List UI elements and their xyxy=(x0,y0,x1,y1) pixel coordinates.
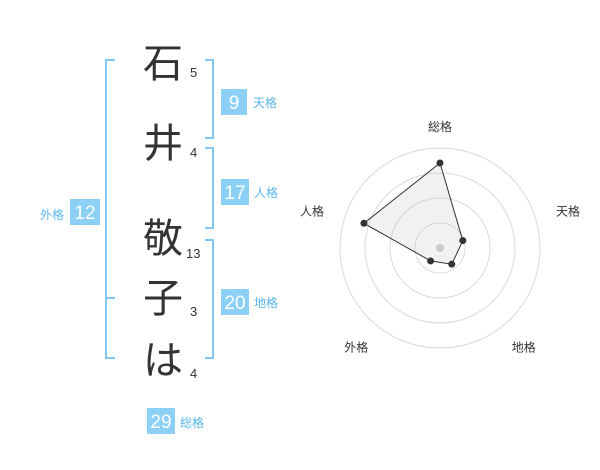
gaikaku-bracket xyxy=(105,59,115,359)
tenkaku-bracket xyxy=(205,59,214,139)
jinkaku-label: 人格 xyxy=(254,185,278,200)
name-char-1: 石 xyxy=(143,41,183,87)
radar-series xyxy=(360,159,467,268)
chikaku-value: 20 xyxy=(224,293,245,314)
tenkaku-badge: 9 天格 xyxy=(221,89,277,115)
chikaku-label: 地格 xyxy=(254,295,278,310)
name-char-3: 敬 xyxy=(143,216,183,262)
soukaku-label: 総格 xyxy=(180,415,204,430)
radar-axis-label-1: 総格 xyxy=(428,119,452,134)
gaikaku-label: 外格 xyxy=(40,207,64,222)
tenkaku-value: 9 xyxy=(229,93,240,114)
name-char-4: 子 xyxy=(143,276,183,322)
radar-point-2 xyxy=(459,237,467,245)
name-analysis-panel: 石 井 敬 子 は 5 4 13 3 4 9 天格 17 人格 20 地格 外格… xyxy=(40,41,278,434)
jinkaku-bracket xyxy=(205,147,214,229)
radar-ring-3 xyxy=(364,172,516,324)
stroke-count-3: 13 xyxy=(186,246,200,261)
radar-axis-label-3: 地格 xyxy=(512,340,536,355)
radar-point-4 xyxy=(427,257,435,265)
name-char-2: 井 xyxy=(143,121,183,167)
stroke-count-1: 5 xyxy=(190,65,197,80)
chikaku-badge: 20 地格 xyxy=(221,289,278,315)
radar-axis-label-5: 人格 xyxy=(300,203,324,218)
tenkaku-label: 天格 xyxy=(253,95,277,110)
soukaku-badge: 29 総格 xyxy=(147,408,204,434)
radar-point-3 xyxy=(448,260,456,268)
radar-center-dot xyxy=(436,244,444,252)
gaikaku-value: 12 xyxy=(74,203,95,224)
radar-axis-label-2: 天格 xyxy=(556,203,580,218)
stroke-count-4: 3 xyxy=(190,304,197,319)
radar-axis-label-4: 外格 xyxy=(344,340,368,355)
jinkaku-badge: 17 人格 xyxy=(221,179,278,205)
chikaku-bracket xyxy=(205,239,214,359)
jinkaku-value: 17 xyxy=(224,183,245,204)
stroke-count-5: 4 xyxy=(190,366,197,381)
radar-ring-2 xyxy=(389,197,491,299)
radar-point-1 xyxy=(436,159,444,167)
name-char-5: は xyxy=(143,338,183,384)
radar-rings xyxy=(339,147,541,349)
radar-ring-4 xyxy=(339,147,541,349)
soukaku-value: 29 xyxy=(150,412,171,433)
radar-polygon xyxy=(363,162,464,265)
gaikaku-badge: 外格 12 xyxy=(40,199,100,225)
stroke-count-2: 4 xyxy=(190,145,197,160)
radar-ring-1 xyxy=(414,222,466,274)
radar-point-5 xyxy=(360,219,368,227)
